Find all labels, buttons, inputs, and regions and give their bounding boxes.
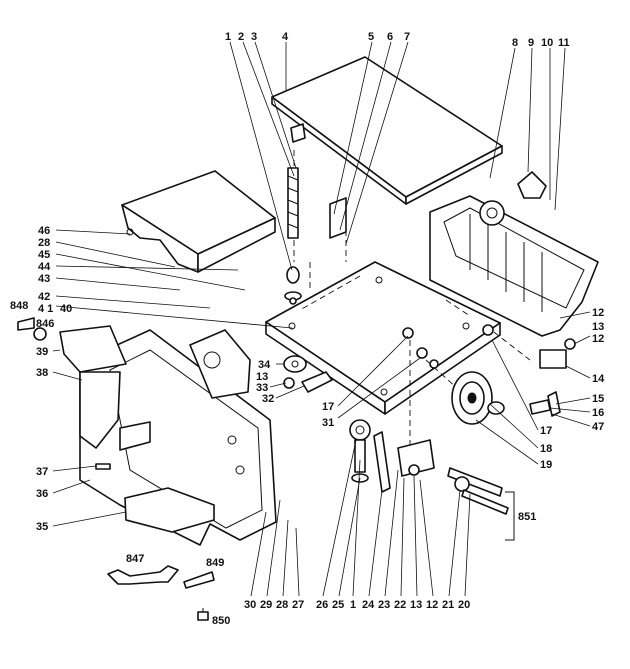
upper-table	[271, 56, 503, 239]
label-45: 45	[38, 249, 50, 261]
label-43: 43	[38, 273, 50, 285]
small-parts	[17, 167, 576, 470]
label-9: 9	[528, 37, 534, 49]
label-bottom-29: 29	[260, 599, 272, 611]
label-4: 4	[282, 31, 289, 43]
label-13: 13	[256, 371, 268, 383]
bracket-851	[505, 491, 515, 541]
label-8: 8	[512, 37, 518, 49]
label-bottom-24: 24	[362, 599, 375, 611]
label-849: 849	[206, 557, 224, 569]
label-17-right: 17	[540, 425, 552, 437]
label-35: 35	[36, 521, 48, 533]
bottom-leaders	[250, 439, 471, 597]
part-labels: 1 2 3 4 5 6 7 8 9 10 11 46 28 45 44 43 4…	[10, 31, 605, 627]
label-14: 14	[592, 373, 605, 385]
label-bottom-12: 12	[426, 599, 438, 611]
label-6: 6	[387, 31, 393, 43]
label-bottom-13: 13	[410, 599, 422, 611]
label-7: 7	[404, 31, 410, 43]
label-33: 33	[256, 382, 268, 394]
label-846: 846	[36, 318, 54, 330]
label-19: 19	[540, 459, 552, 471]
label-847: 847	[126, 553, 144, 565]
label-13-right: 13	[592, 321, 604, 333]
gear-parts	[349, 419, 435, 493]
label-12: 12	[592, 307, 604, 319]
label-40: 40	[60, 303, 72, 315]
label-34: 34	[258, 359, 271, 371]
label-3: 3	[251, 31, 257, 43]
tools	[107, 565, 215, 621]
label-47: 47	[592, 421, 604, 433]
label-37: 37	[36, 466, 48, 478]
right-housing	[429, 171, 599, 369]
label-bottom-23: 23	[378, 599, 390, 611]
label-15: 15	[592, 393, 604, 405]
label-39: 39	[36, 346, 48, 358]
left-frame	[59, 325, 277, 546]
label-bottom-28: 28	[276, 599, 288, 611]
label-31: 31	[322, 417, 334, 429]
label-2: 2	[238, 31, 244, 43]
label-12-right: 12	[592, 333, 604, 345]
label-bottom-26: 26	[316, 599, 328, 611]
label-44: 44	[38, 261, 51, 273]
base-plate	[265, 261, 501, 415]
label-bottom-25: 25	[332, 599, 344, 611]
label-32: 32	[262, 393, 274, 405]
label-36: 36	[36, 488, 48, 500]
label-17: 17	[322, 401, 334, 413]
label-bottom-21: 21	[442, 599, 454, 611]
label-28: 28	[38, 237, 50, 249]
label-42: 42	[38, 291, 50, 303]
label-5: 5	[368, 31, 374, 43]
leader-lines	[52, 41, 591, 527]
label-bottom-27: 27	[292, 599, 304, 611]
left-extension-table	[121, 170, 276, 273]
label-38: 38	[36, 367, 48, 379]
label-1: 1	[225, 31, 231, 43]
label-848: 848	[10, 300, 28, 312]
label-10: 10	[541, 37, 553, 49]
label-16: 16	[592, 407, 604, 419]
label-bottom-30: 30	[244, 599, 256, 611]
label-bottom-22: 22	[394, 599, 406, 611]
label-41: 4 1	[38, 303, 53, 315]
handwheel	[447, 371, 509, 515]
label-18: 18	[540, 443, 552, 455]
label-bottom-1: 1	[350, 599, 356, 611]
label-851: 851	[518, 511, 536, 523]
label-850: 850	[212, 615, 230, 627]
label-46: 46	[38, 225, 50, 237]
label-bottom-20: 20	[458, 599, 470, 611]
label-11: 11	[558, 37, 570, 49]
